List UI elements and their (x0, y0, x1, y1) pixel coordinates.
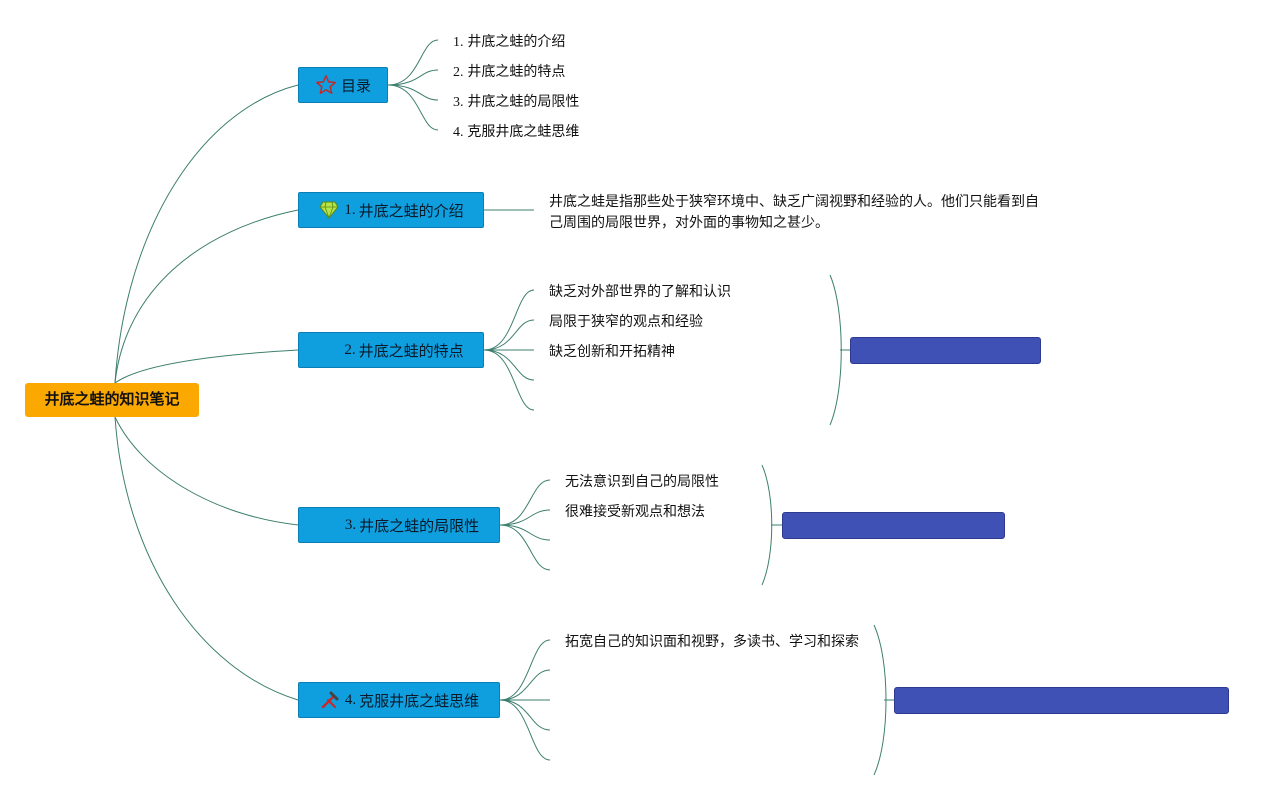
star-icon (315, 74, 337, 96)
toc-item[interactable]: 2. 井底之蛙的特点 (453, 62, 565, 82)
topic-number: 4. (344, 691, 357, 708)
topic-limits[interactable]: 3. 井底之蛙的局限性 (298, 507, 500, 543)
limits-item[interactable]: 很难接受新观点和想法 (565, 503, 705, 519)
topic-toc[interactable]: 目录 (298, 67, 388, 103)
features-item[interactable]: 缺乏创新和开拓精神 (549, 343, 675, 359)
summary-bracket-features (829, 274, 842, 426)
topic-number: 3. (344, 516, 357, 533)
tools-icon (319, 689, 341, 711)
blank-icon (319, 514, 341, 536)
toc-item-number: 1. (453, 35, 464, 50)
overcome-item[interactable]: 拓宽自己的知识面和视野，多读书、学习和探索 (565, 633, 859, 649)
topic-label: 井底之蛙的局限性 (359, 517, 480, 535)
toc-item-text: 井底之蛙的介绍 (467, 33, 566, 49)
summary-bracket-limits (761, 464, 773, 586)
toc-item-text: 井底之蛙的局限性 (467, 93, 580, 109)
toc-item-number: 3. (453, 95, 464, 110)
topic-label: 目录 (340, 77, 371, 95)
toc-item-number: 4. (453, 125, 464, 140)
link-root-features (114, 349, 299, 384)
toc-item[interactable]: 3. 井底之蛙的局限性 (453, 92, 579, 112)
topic-intro[interactable]: 1. 井底之蛙的介绍 (298, 192, 484, 228)
summary-limits[interactable] (782, 512, 1005, 539)
topic-label: 井底之蛙的特点 (358, 342, 464, 360)
topic-features[interactable]: 2. 井底之蛙的特点 (298, 332, 484, 368)
topic-label: 克服井底之蛙思维 (359, 692, 480, 710)
summary-features[interactable] (850, 337, 1041, 364)
features-item[interactable]: 局限于狭窄的观点和经验 (549, 313, 703, 329)
link-root-intro (114, 209, 299, 384)
topic-number: 1. (344, 201, 356, 218)
link-root-overcome (114, 416, 299, 701)
intro-paragraph[interactable]: 井底之蛙是指那些处于狭窄环境中、缺乏广阔视野和经验的人。他们只能看到自己周围的局… (549, 193, 1039, 230)
root-node[interactable]: 井底之蛙的知识笔记 (25, 383, 199, 417)
features-item[interactable]: 缺乏对外部世界的了解和认识 (549, 283, 731, 299)
toc-item-number: 2. (453, 65, 464, 80)
blank-icon (318, 339, 340, 361)
toc-item-text: 克服井底之蛙思维 (467, 123, 580, 139)
toc-item-text: 井底之蛙的特点 (467, 63, 566, 79)
link-root-limits (114, 416, 299, 526)
topic-number: 2. (344, 341, 356, 358)
toc-item[interactable]: 1. 井底之蛙的介绍 (453, 32, 565, 52)
diamond-icon (318, 199, 340, 221)
link-root-toc (114, 84, 299, 384)
topic-label: 井底之蛙的介绍 (358, 202, 464, 220)
limits-item[interactable]: 无法意识到自己的局限性 (565, 473, 719, 489)
toc-item[interactable]: 4. 克服井底之蛙思维 (453, 122, 579, 142)
summary-overcome[interactable] (894, 687, 1229, 714)
topic-overcome[interactable]: 4. 克服井底之蛙思维 (298, 682, 500, 718)
